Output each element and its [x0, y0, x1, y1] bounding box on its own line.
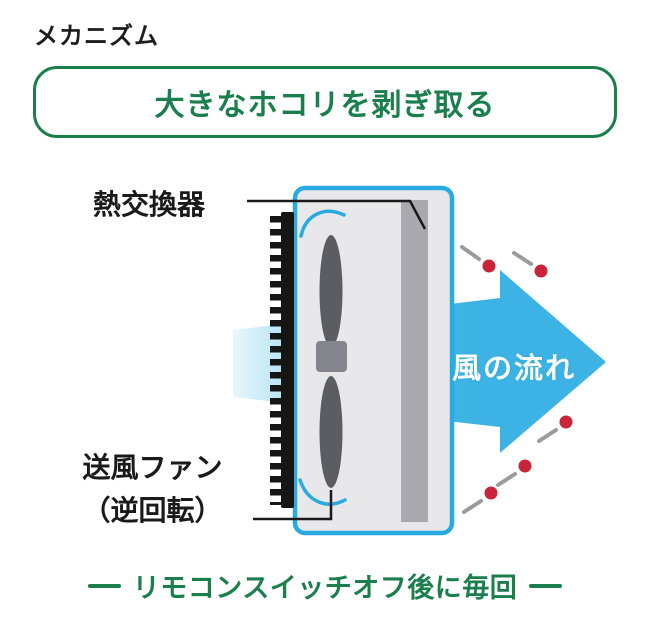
footer-note: リモコンスイッチオフ後に毎回 [0, 566, 650, 605]
dust-particle-icon [462, 486, 498, 514]
heat-exchanger-bar [401, 200, 428, 522]
footer-text: リモコンスイッチオフ後に毎回 [132, 573, 518, 603]
fin-comb-icon [270, 212, 294, 508]
dust-particle-icon [460, 245, 496, 273]
fan-connector-line [253, 490, 333, 521]
rotation-arrow-bottom-icon [298, 478, 347, 506]
fan-label-line1: 送風ファン [82, 452, 223, 483]
page-title: メカニズム [34, 23, 159, 50]
airflow-label: 風の流れ [452, 353, 577, 385]
fan-label-line2: （逆回転） [82, 494, 223, 526]
dust-particle-icon [496, 459, 532, 487]
rotation-arrow-top-icon [299, 209, 346, 238]
fan-label: 送風ファン （逆回転） [50, 447, 255, 532]
fan-blade-bottom [319, 376, 343, 488]
dust-particle-icon [537, 415, 573, 443]
banner: 大きなホコリを剥ぎ取る [33, 66, 617, 138]
fan-blade-top [319, 235, 343, 347]
heat-exchanger-connector-line [247, 199, 427, 230]
footer-dash-right [529, 583, 563, 588]
footer-dash-left [87, 583, 121, 588]
dust-particle-icon [512, 251, 548, 278]
heat-exchanger-label: 熱交換器 [93, 189, 206, 220]
banner-text: 大きなホコリを剥ぎ取る [154, 89, 496, 122]
fan-hub [316, 341, 347, 372]
